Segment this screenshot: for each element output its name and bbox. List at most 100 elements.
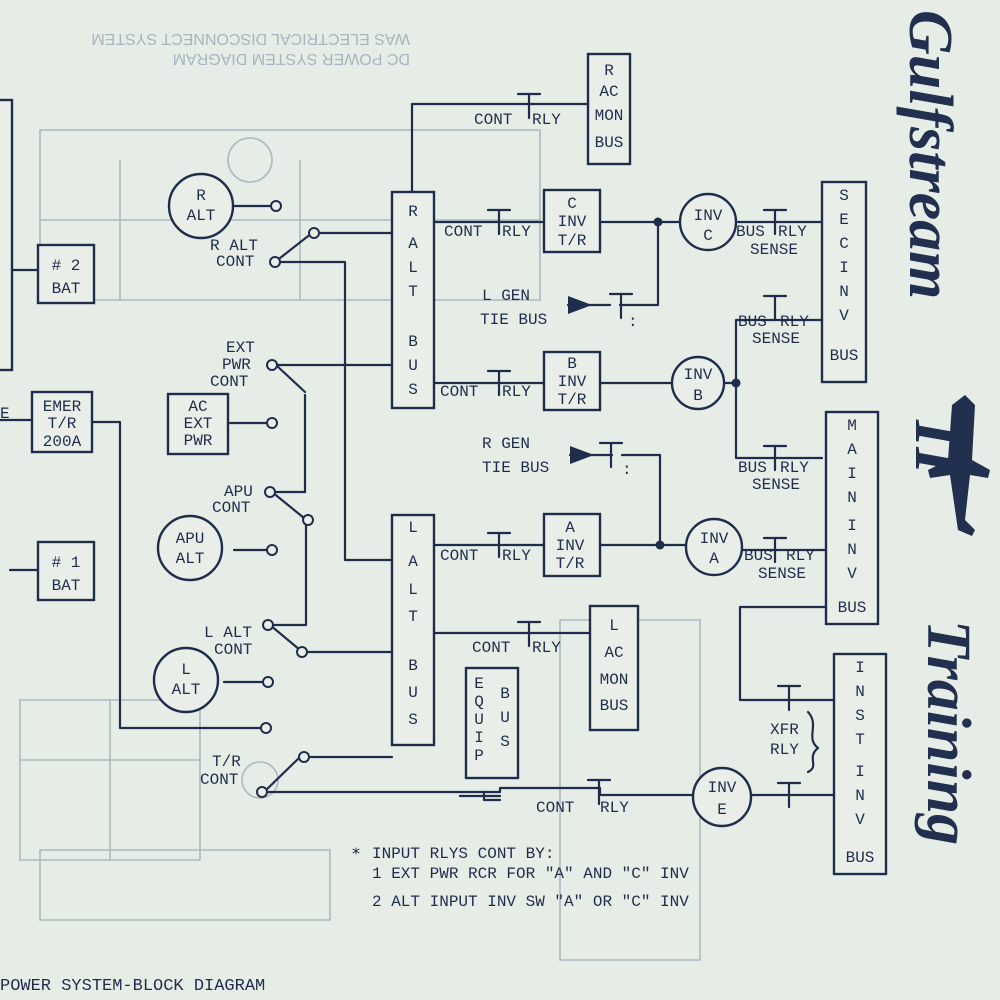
svg-text:BUS: BUS [846, 849, 875, 867]
svg-text:E: E [474, 675, 484, 693]
inverters: C INV T/R B INV T/R A INV T/R INV C INV … [542, 188, 753, 828]
svg-text:# 1: # 1 [52, 554, 81, 572]
svg-text:U: U [500, 709, 510, 727]
left-bus-edge [0, 98, 14, 372]
svg-text::: : [628, 313, 638, 331]
svg-text:C: C [703, 227, 713, 245]
junction-dots [653, 217, 741, 550]
bat-1-box [36, 540, 96, 602]
svg-text:E: E [717, 801, 727, 819]
svg-text:U: U [408, 357, 418, 375]
svg-text:I: I [855, 763, 865, 781]
l-ac-mon-bus [588, 604, 640, 732]
svg-text:Q: Q [474, 693, 484, 711]
svg-text:RLY: RLY [502, 547, 531, 565]
ghost-heading-2: DC POWER SYSTEM DIAGRAM [173, 50, 410, 67]
aircraft-icon [928, 395, 990, 536]
b-inv-tr-box [542, 350, 602, 412]
svg-text:SENSE: SENSE [758, 565, 806, 583]
brand-logo: Gulfstream II Training [896, 10, 990, 845]
svg-text:B: B [693, 387, 703, 405]
l-alt-circle [152, 646, 220, 714]
svg-text:INV: INV [558, 213, 587, 231]
svg-text:L: L [408, 519, 418, 537]
svg-text:EXT: EXT [226, 339, 255, 357]
svg-text:A: A [847, 441, 857, 459]
svg-text:MON: MON [595, 107, 624, 125]
svg-text:INV: INV [558, 373, 587, 391]
svg-text:RLY: RLY [600, 799, 629, 817]
svg-text:S: S [839, 187, 849, 205]
svg-text:AC: AC [188, 398, 207, 416]
main-inv-bus [824, 410, 880, 626]
svg-text:CONT: CONT [200, 771, 238, 789]
svg-text:T: T [855, 731, 865, 749]
svg-text:B: B [567, 355, 577, 373]
svg-text:RLY: RLY [780, 313, 809, 331]
svg-text:L: L [609, 617, 619, 635]
inst-inv-bus [832, 652, 888, 876]
svg-text:BUS: BUS [838, 599, 867, 617]
svg-text:SENSE: SENSE [752, 330, 800, 348]
svg-text:XFR: XFR [770, 721, 799, 739]
svg-text:V: V [839, 307, 849, 325]
svg-text:BUS: BUS [738, 313, 767, 331]
buses: R A L T B U S L A L T B U S E Q U I P B … [390, 52, 888, 876]
svg-text:A: A [565, 519, 575, 537]
svg-text:CONT: CONT [440, 383, 478, 401]
svg-text:N: N [847, 541, 857, 559]
svg-text:A: A [408, 553, 418, 571]
inv-a-circle [684, 517, 744, 577]
svg-text:T/R: T/R [558, 232, 587, 250]
svg-text:ALT: ALT [176, 550, 205, 568]
svg-text:A: A [709, 550, 719, 568]
svg-text:CONT: CONT [472, 639, 510, 657]
svg-text:L: L [408, 581, 418, 599]
svg-text:BUS: BUS [736, 223, 765, 241]
bat-2-label: BAT [52, 280, 81, 298]
l-alt-bus [390, 513, 436, 747]
svg-text:RLY: RLY [532, 639, 561, 657]
svg-text:ALT: ALT [187, 207, 216, 225]
r-alt-circle [167, 172, 235, 240]
relay-symbols [486, 92, 820, 809]
svg-text:T/R: T/R [556, 555, 585, 573]
inv-c-circle [678, 192, 738, 252]
ghost-background: WAS ELECTRICAL DISCONNECT SYSTEM DC POWE… [19, 30, 701, 961]
r-alt-bus [390, 190, 436, 410]
svg-text:APU: APU [176, 530, 205, 548]
svg-text:C: C [839, 235, 849, 253]
svg-text:SENSE: SENSE [752, 476, 800, 494]
svg-text:BUS: BUS [830, 347, 859, 365]
gen-tie-arrows [568, 296, 594, 464]
notes-line-2: 2 ALT INPUT INV SW "A" OR "C" INV [372, 893, 689, 911]
svg-text:V: V [855, 811, 865, 829]
equip-bus [464, 666, 520, 780]
svg-text:RLY: RLY [770, 741, 799, 759]
svg-text:B: B [408, 657, 418, 675]
svg-text:SENSE: SENSE [750, 241, 798, 259]
left-components: # 2 BAT EMER T/R 200A E # 1 BAT R ALT R … [0, 98, 258, 789]
c-inv-tr-box [542, 188, 602, 254]
notes-title: INPUT RLYS CONT BY: [372, 845, 554, 863]
svg-text:B: B [408, 333, 418, 351]
svg-text:N: N [839, 283, 849, 301]
svg-text:I: I [855, 659, 865, 677]
r-gen-tie-arrow [570, 446, 594, 464]
svg-text:S: S [408, 381, 418, 399]
svg-text:T: T [408, 608, 418, 626]
ghost-heading-1: WAS ELECTRICAL DISCONNECT SYSTEM [91, 30, 410, 47]
svg-text:EMER: EMER [43, 398, 82, 416]
svg-text::: : [622, 461, 632, 479]
svg-text:BUS: BUS [600, 697, 629, 715]
svg-text:CONT: CONT [440, 547, 478, 565]
svg-text:L ALT: L ALT [204, 624, 252, 642]
svg-text:BUS: BUS [744, 547, 773, 565]
svg-text:R: R [408, 203, 418, 221]
svg-text:I: I [847, 465, 857, 483]
svg-text:A: A [408, 235, 418, 253]
svg-text:RLY: RLY [502, 223, 531, 241]
svg-text:AC: AC [599, 83, 618, 101]
svg-text:BUS: BUS [595, 134, 624, 152]
